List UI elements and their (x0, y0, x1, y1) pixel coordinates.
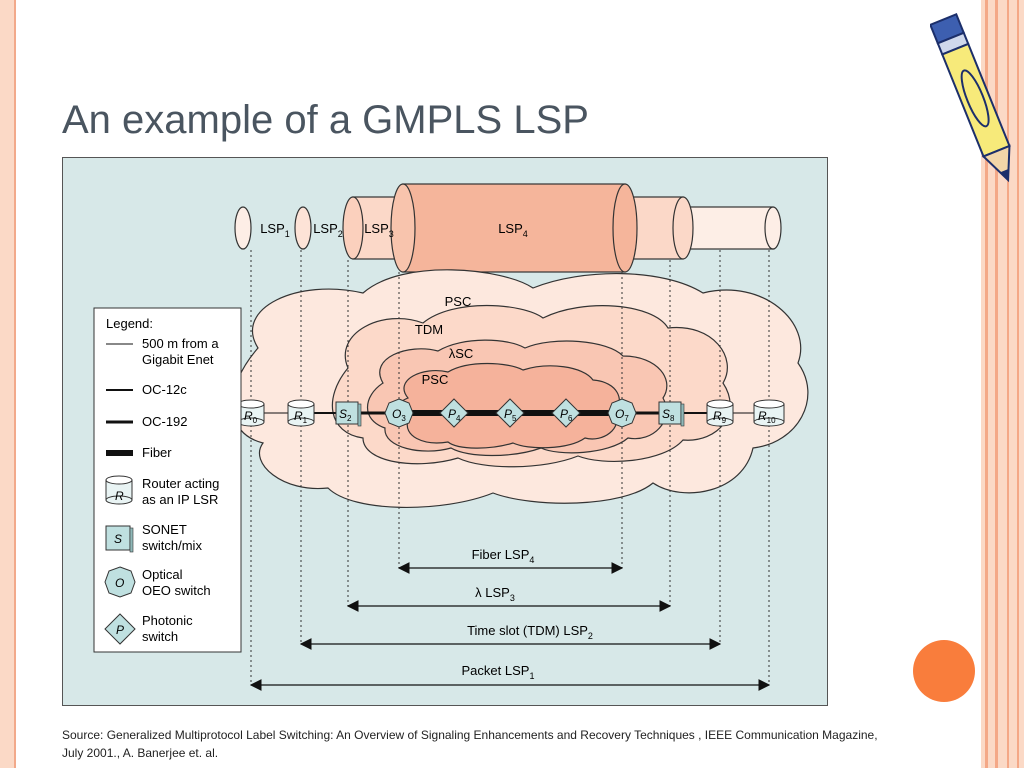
span-label-lambda: λ LSP3 (475, 585, 515, 603)
svg-text:switch/mix: switch/mix (142, 538, 202, 553)
node-o7: O7 (607, 398, 637, 428)
svg-text:R9: R9 (713, 409, 727, 425)
svg-text:switch: switch (142, 629, 178, 644)
svg-text:Router acting: Router acting (142, 476, 219, 491)
legend-optical-icon: O (104, 566, 136, 598)
node-s2: S2 (335, 401, 362, 427)
node-p6: P6 (551, 398, 581, 428)
orange-circle-decoration (913, 640, 975, 702)
legend-sonet-icon: S (105, 525, 134, 553)
slide-title: An example of a GMPLS LSP (62, 98, 589, 142)
svg-text:S: S (114, 532, 122, 546)
svg-text:R: R (115, 489, 124, 503)
svg-text:P5: P5 (504, 407, 517, 423)
lsp-span-arrows (249, 562, 771, 691)
node-r9: R9 (706, 399, 734, 427)
svg-text:OC-12c: OC-12c (142, 382, 187, 397)
cloud-label-psc-inner: PSC (422, 372, 449, 387)
lsp-pipes: LSP1 LSP2 LSP3 LSP4 (234, 183, 782, 273)
svg-text:R0: R0 (244, 409, 258, 425)
span-label-tdm: Time slot (TDM) LSP2 (467, 623, 593, 641)
svg-text:S2: S2 (339, 407, 352, 423)
node-r1: R1 (287, 399, 315, 427)
cloud-label-psc-outer: PSC (445, 294, 472, 309)
pipe-label-3: LSP3 (364, 221, 394, 239)
svg-text:Optical: Optical (142, 567, 183, 582)
svg-text:Photonic: Photonic (142, 613, 193, 628)
svg-text:R1: R1 (294, 409, 308, 425)
svg-text:P: P (116, 623, 124, 637)
pipe-label-4: LSP4 (498, 221, 528, 239)
svg-text:Gigabit Enet: Gigabit Enet (142, 352, 214, 367)
network-clouds: PSC TDM λSC PSC (231, 269, 809, 508)
legend-title: Legend: (106, 316, 153, 331)
svg-text:O7: O7 (615, 407, 629, 423)
svg-text:500 m from a: 500 m from a (142, 336, 219, 351)
left-border-decoration (0, 0, 16, 768)
pipe-label-1: LSP1 (260, 221, 290, 239)
svg-text:P4: P4 (448, 407, 461, 423)
svg-text:P6: P6 (560, 407, 573, 423)
node-r10: R10 (753, 399, 785, 427)
source-citation: Source: Generalized Multiprotocol Label … (62, 728, 878, 760)
legend-photonic-icon: P (104, 613, 136, 645)
svg-text:O3: O3 (392, 407, 406, 423)
guide-lines (250, 250, 770, 685)
svg-text:OEO switch: OEO switch (142, 583, 211, 598)
svg-text:OC-192: OC-192 (142, 414, 188, 429)
svg-text:as an IP LSR: as an IP LSR (142, 492, 218, 507)
cloud-label-lambda-sc: λSC (449, 346, 474, 361)
span-label-fiber: Fiber LSP4 (472, 547, 535, 565)
pencil-icon (930, 13, 1011, 183)
svg-text:Fiber: Fiber (142, 445, 172, 460)
svg-text:SONET: SONET (142, 522, 187, 537)
svg-text:S8: S8 (662, 407, 675, 423)
node-r0: R0 (237, 399, 265, 427)
svg-text:R10: R10 (758, 409, 776, 425)
node-p5: P5 (495, 398, 525, 428)
node-p4: P4 (439, 398, 469, 428)
network-nodes: R0 R1 S2 O3 P4 P5 P6 (237, 398, 785, 428)
span-label-packet: Packet LSP1 (462, 663, 535, 681)
pipe-label-2: LSP2 (313, 221, 343, 239)
legend: Legend: 500 m from a Gigabit Enet OC-12c… (93, 307, 242, 653)
svg-text:O: O (115, 576, 124, 590)
node-o3: O3 (384, 398, 414, 428)
cloud-label-tdm: TDM (415, 322, 443, 337)
legend-router-icon: R (105, 475, 133, 505)
node-s8: S8 (658, 401, 685, 427)
gmpls-diagram: LSP1 LSP2 LSP3 LSP4 PSC TDM λSC PSC (62, 157, 828, 706)
